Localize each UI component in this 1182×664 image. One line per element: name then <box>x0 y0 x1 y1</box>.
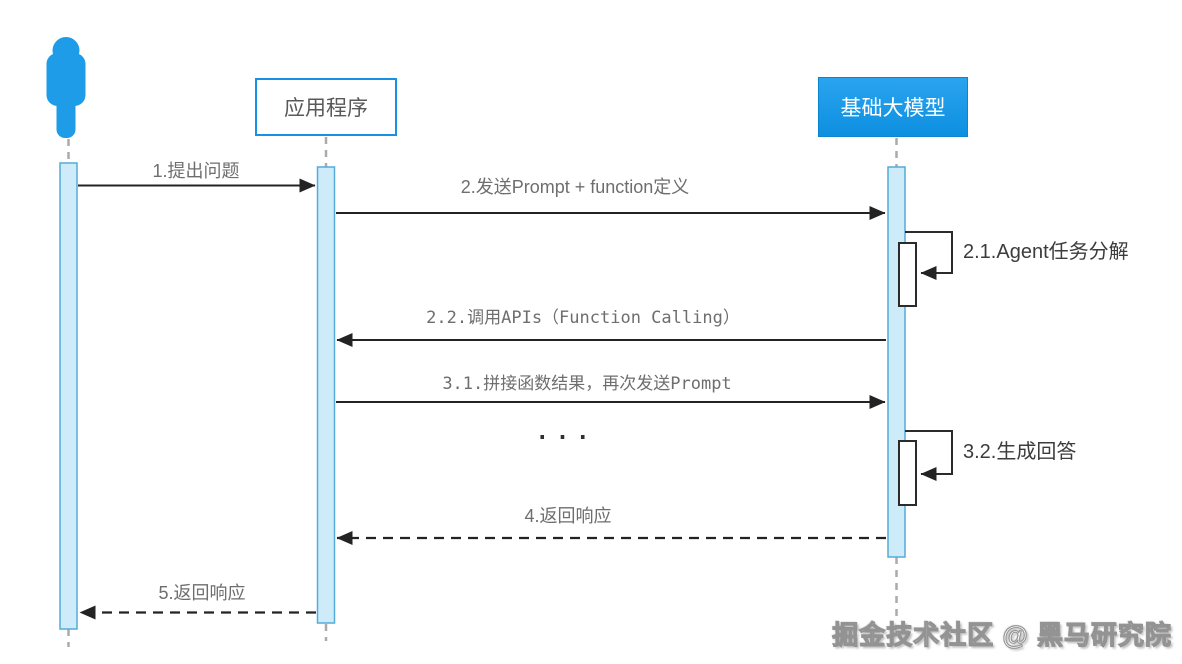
self-loop-3-2-arrow <box>905 430 953 481</box>
message-1-label: 1.提出问题 <box>152 161 240 181</box>
self-loop-2-1-label: 2.1.Agent任务分解 <box>963 241 1129 263</box>
actor-model-box: 基础大模型 <box>818 77 968 137</box>
message-4-label: 4.返回响应 <box>524 506 612 526</box>
self-loop-2-1-activation <box>898 242 917 307</box>
person-icon <box>46 37 86 138</box>
message-3-1-label: 3.1.拼接函数结果，再次发送Prompt <box>442 374 732 394</box>
user-activation-bar <box>59 162 78 630</box>
self-loop-2-1-arrow <box>905 231 953 280</box>
message-2-2-label: 2.2.调用APIs（Function Calling） <box>426 308 740 328</box>
message-2-label: 2.发送Prompt + function定义 <box>460 177 690 197</box>
app-activation-bar <box>316 166 336 624</box>
actor-app-label: 应用程序 <box>284 97 368 120</box>
watermark: 掘金技术社区 @ 黑马研究院 <box>832 619 1172 650</box>
self-loop-3-2-label: 3.2.生成回答 <box>963 441 1077 463</box>
ellipsis-label: ... <box>535 420 597 445</box>
message-5-label: 5.返回响应 <box>158 583 246 603</box>
actor-model-label: 基础大模型 <box>840 97 946 120</box>
actor-app-box: 应用程序 <box>255 78 397 136</box>
self-loop-3-2-activation <box>898 440 917 506</box>
